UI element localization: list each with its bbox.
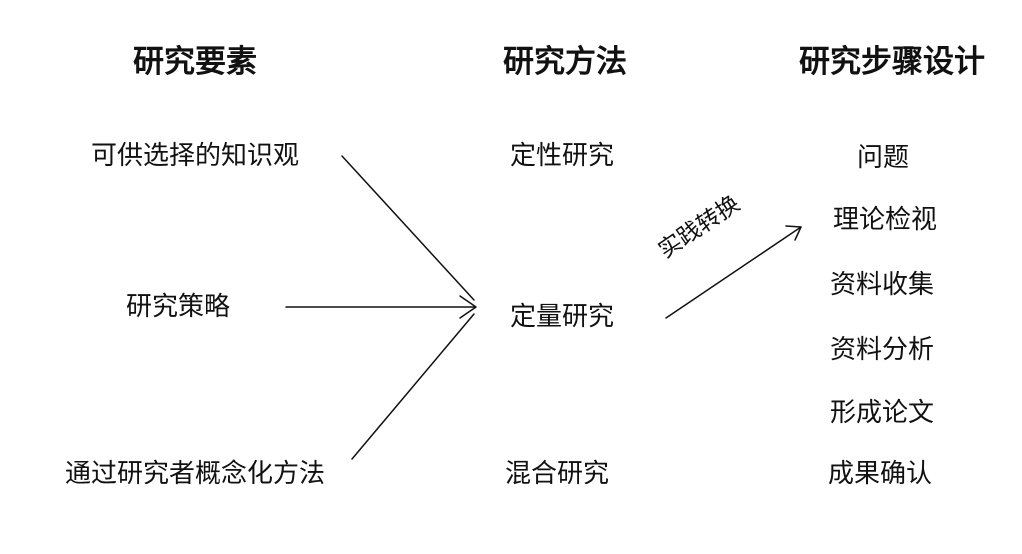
arrow-practice-transition <box>665 226 802 319</box>
arrowhead-convergence <box>459 295 477 319</box>
step-write-paper: 形成论文 <box>829 398 935 428</box>
element-strategies: 研究策略 <box>125 292 231 322</box>
arrow-methods-to-quantitative <box>351 313 475 460</box>
arrowhead-transition <box>785 225 802 241</box>
arrow-knowledge-to-quantitative <box>341 155 475 301</box>
elements-header: 研究要素 <box>133 44 257 80</box>
step-confirm-results: 成果确认 <box>827 459 933 489</box>
step-data-analysis: 资料分析 <box>829 335 935 365</box>
methods-header: 研究方法 <box>503 44 627 80</box>
method-quantitative: 定量研究 <box>509 302 615 332</box>
method-mixed: 混合研究 <box>504 459 610 489</box>
element-methods: 通过研究者概念化方法 <box>64 459 326 489</box>
step-theory-review: 理论检视 <box>832 205 938 235</box>
method-qualitative: 定性研究 <box>509 141 615 171</box>
step-question: 问题 <box>856 143 910 173</box>
step-data-collection: 资料收集 <box>829 270 935 300</box>
steps-header: 研究步骤设计 <box>799 44 985 80</box>
element-knowledge-claims: 可供选择的知识观 <box>90 141 300 171</box>
